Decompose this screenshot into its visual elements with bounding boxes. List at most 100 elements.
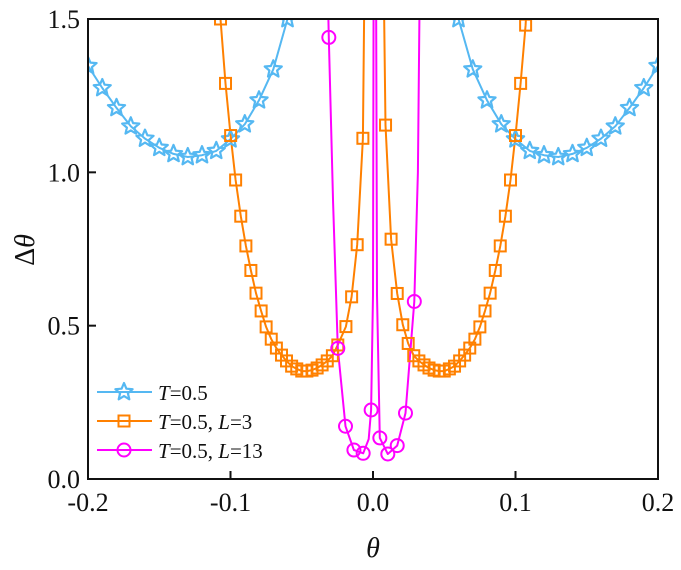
series-1-square-marker (498, 209, 512, 223)
legend-label-part: =3 (230, 410, 252, 434)
series-1-square-marker (239, 239, 253, 253)
legend-label: T=0.5, L=3 (158, 410, 252, 434)
legend-label-part: =0.5, (170, 410, 219, 434)
legend-entry-0: T=0.5 (97, 381, 208, 405)
series-0-star-marker (121, 116, 141, 135)
series-0-star-marker (577, 137, 597, 157)
series-0-star-marker (534, 145, 554, 164)
series-1-square-marker (514, 76, 528, 90)
series-1-square-marker (509, 129, 522, 143)
series-0-line (457, 19, 658, 158)
series-1-square-marker (379, 118, 393, 132)
legend: T=0.5T=0.5, L=3T=0.5, L=13 (97, 381, 263, 463)
y-tick-label: 1.0 (48, 158, 81, 187)
series-1-square-marker (249, 286, 263, 300)
legend-label-part: =0.5 (170, 381, 208, 405)
x-axis-label: θ (366, 533, 380, 564)
series-0-star-marker (263, 59, 283, 78)
legend-entry-1: T=0.5, L=3 (97, 410, 252, 434)
x-tick-label: -0.1 (210, 488, 251, 517)
series-0-line (88, 19, 289, 158)
series-2-circle-marker (397, 405, 413, 421)
x-tick-label: 0.2 (642, 488, 675, 517)
series-0-star-marker (648, 55, 658, 75)
series-1-square-marker (401, 336, 415, 350)
legend-label-part: =0.5, (170, 439, 219, 463)
series-1-square-marker (504, 173, 518, 187)
series-0-star-marker (206, 140, 226, 160)
legend-label-part: T (158, 410, 171, 434)
series-0-star-marker (163, 143, 184, 163)
y-tick-label: 1.5 (48, 5, 81, 34)
series-0-star-marker (520, 140, 540, 160)
series-0-star-marker (88, 55, 98, 75)
series-2-circle-marker (337, 418, 353, 434)
x-tick-label: -0.2 (67, 488, 108, 517)
series-1-square-marker (345, 290, 359, 304)
legend-label: T=0.5, L=13 (158, 439, 263, 463)
series-0-star-marker (149, 137, 169, 157)
series-2-line (375, 19, 421, 455)
series-0-star-marker (135, 128, 155, 147)
series-1-square-marker (468, 332, 482, 346)
legend-label-part: L (217, 410, 230, 434)
series-1-square-marker (396, 318, 410, 332)
series-2-circle-marker (321, 29, 337, 45)
series-0-star-marker (491, 114, 511, 133)
legend-label-part: T (158, 381, 171, 405)
series-0-star-marker (605, 116, 625, 135)
y-axis-label: Δθ (10, 234, 41, 266)
series-0-star-marker (192, 145, 212, 164)
series-1-square-marker (254, 304, 268, 318)
series-0-star-marker (562, 143, 583, 163)
series-1-square-marker (488, 263, 502, 277)
series-1-square-marker (350, 238, 364, 252)
series-markers (88, 19, 658, 462)
series-1-square-marker (493, 239, 507, 253)
series-0-star-marker (477, 90, 497, 109)
series-0-star-marker (235, 114, 255, 133)
series-2-circle-marker (380, 446, 396, 462)
series-1-square-marker (483, 286, 497, 300)
series-1-square-marker (390, 286, 404, 300)
series-0-star-marker (548, 146, 568, 166)
series-0-star-marker (249, 90, 269, 109)
series-1-square-marker (478, 304, 492, 318)
series-2-line (327, 19, 375, 455)
series-1-square-marker (356, 131, 370, 145)
legend-square-icon (117, 414, 131, 428)
series-2-circle-marker (389, 438, 405, 454)
series-0-star-marker (280, 19, 295, 28)
series-0-star-marker (591, 128, 611, 147)
y-axis-label-delta: Δ (10, 248, 41, 266)
series-1-square-marker (259, 320, 273, 334)
series-2-circle-marker (372, 430, 388, 446)
series-1-square-marker (224, 129, 238, 143)
legend-label-part: L (217, 439, 230, 463)
series-0-star-marker (505, 129, 526, 148)
series-0-star-marker (106, 97, 127, 117)
legend-entry-2: T=0.5, L=13 (97, 439, 263, 463)
series-1-square-marker (339, 320, 353, 334)
series-2-circle-marker (406, 293, 422, 309)
series-1-square-marker (229, 173, 243, 187)
series-0-star-marker (619, 97, 640, 117)
series-1-square-marker (244, 263, 258, 277)
x-tick-label: 0.0 (357, 488, 390, 517)
series-0-star-marker (463, 59, 483, 78)
series-2-circle-marker (363, 402, 379, 418)
series-2-circle-marker (330, 340, 346, 356)
series-2-circle-marker (355, 445, 371, 461)
series-0-star-marker (451, 19, 466, 28)
series-1-square-marker (473, 320, 487, 334)
series-1-square-marker (214, 19, 228, 26)
legend-label: T=0.5 (158, 381, 208, 405)
legend-label-part: =13 (230, 439, 263, 463)
series-1-square-marker (234, 209, 248, 223)
y-axis-label-theta: θ (10, 234, 41, 248)
y-tick-label: 0.5 (48, 312, 81, 341)
y-tick-label: 0.0 (48, 465, 81, 494)
legend-circle-icon (116, 442, 132, 458)
